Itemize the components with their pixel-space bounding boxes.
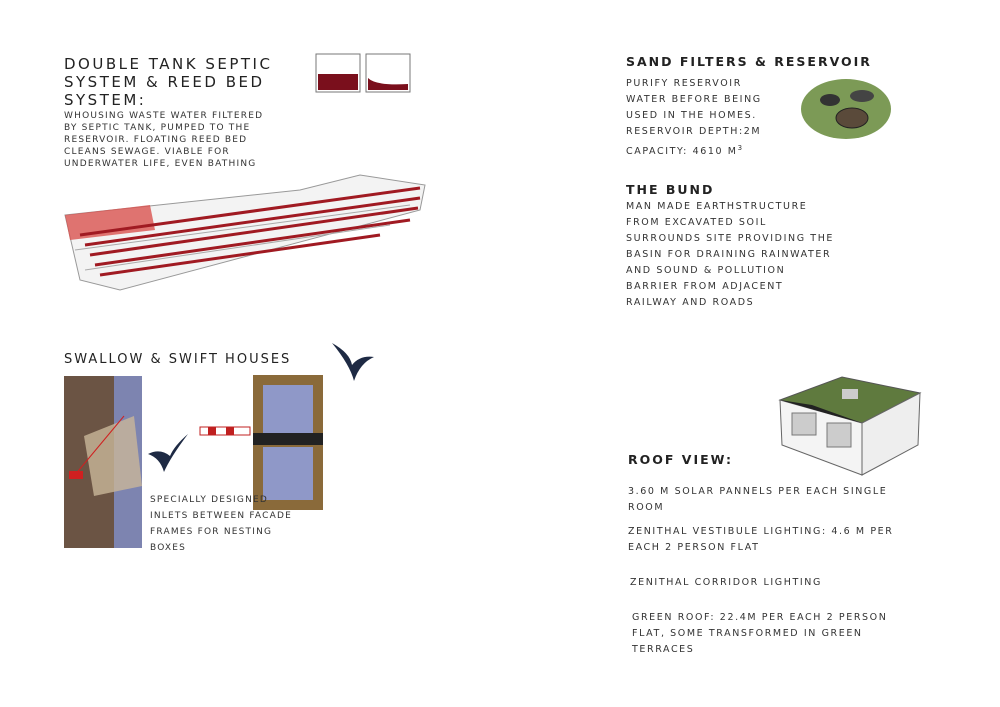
superscript: 3 [737,144,744,152]
body-line: surrounds site providing the [626,233,835,244]
body-line: Purify reservoir [626,78,742,89]
body-line: Whousing waste water filtered [64,111,264,121]
body-line: basin for draining rainwater [626,249,832,260]
body-line: underwater life, even bathing [64,159,257,169]
body-line: Green roof: 22.4m per each 2 person [632,612,888,623]
body-line: by septic tank, pumped to the [64,123,251,133]
body-line: each 2 person flat [628,542,760,553]
body-line: Reservoir depth:2m [626,126,762,137]
body-line: Man made earthstructure [626,201,808,212]
body-line: room [628,502,665,513]
body-line: water before being [626,94,762,105]
body-line: used in the homes. [626,110,757,121]
roof-item: Zenithal vestibule lighting: 4.6 m per e… [628,524,893,556]
title-line: Double tank septic [64,55,273,73]
roof-item: 3.60 m solar pannels per each single roo… [628,484,887,516]
swallow-body: Specially designed inlets between facade… [150,492,292,556]
septic-title: Double tank septic system & reed bed sys… [64,55,272,109]
body-line: Capacity: 4610 m [626,146,738,158]
bund-title: The bund [626,182,715,197]
roof-item: Zenithal corridor lighting [630,575,822,591]
title-line: system: [64,91,147,109]
septic-tank-diagram [315,53,411,93]
roof-view-drawing [778,376,922,476]
body-line: inlets between facade [150,511,292,521]
body-line: terraces [632,644,695,655]
septic-body: Whousing waste water filtered by septic … [64,110,263,170]
sand-filters-title: Sand filters & reservoir [626,54,872,69]
body-line: reservoir. Floating reed bed [64,135,248,145]
body-line: boxes [150,543,187,553]
body-line: barrier from adjacent [626,281,784,292]
nesting-box-frame-drawing [199,375,323,510]
body-line: from excavated soil [626,217,767,228]
sand-filters-body: Purify reservoir water before being used… [626,76,762,160]
body-line: cleans sewage. Viable for [64,147,230,157]
body-line: Zenithal corridor lighting [630,577,822,588]
body-line: flat, some transformed in green [632,628,863,639]
body-line: Zenithal vestibule lighting: 4.6 m per [628,526,894,537]
title-line: system & reed bed [64,73,265,91]
roof-view-title: Roof view: [628,452,734,467]
reed-bed-plan-drawing [64,174,426,291]
body-line: railway and roads [626,297,755,308]
body-line: and sound & pollution [626,265,786,276]
body-line: 3.60 m solar pannels per each single [628,486,888,497]
swallow-title: Swallow & swift houses [64,352,292,367]
swallow-bird-icon [148,434,188,472]
roof-item: Green roof: 22.4m per each 2 person flat… [632,610,887,658]
swallow-bird-icon [332,343,374,381]
bund-body: Man made earthstructure from excavated s… [626,199,834,311]
body-line: Specially designed [150,495,269,505]
facade-section-drawing [64,376,142,548]
body-line: frames for nesting [150,527,273,537]
sand-filter-photo [801,79,891,139]
